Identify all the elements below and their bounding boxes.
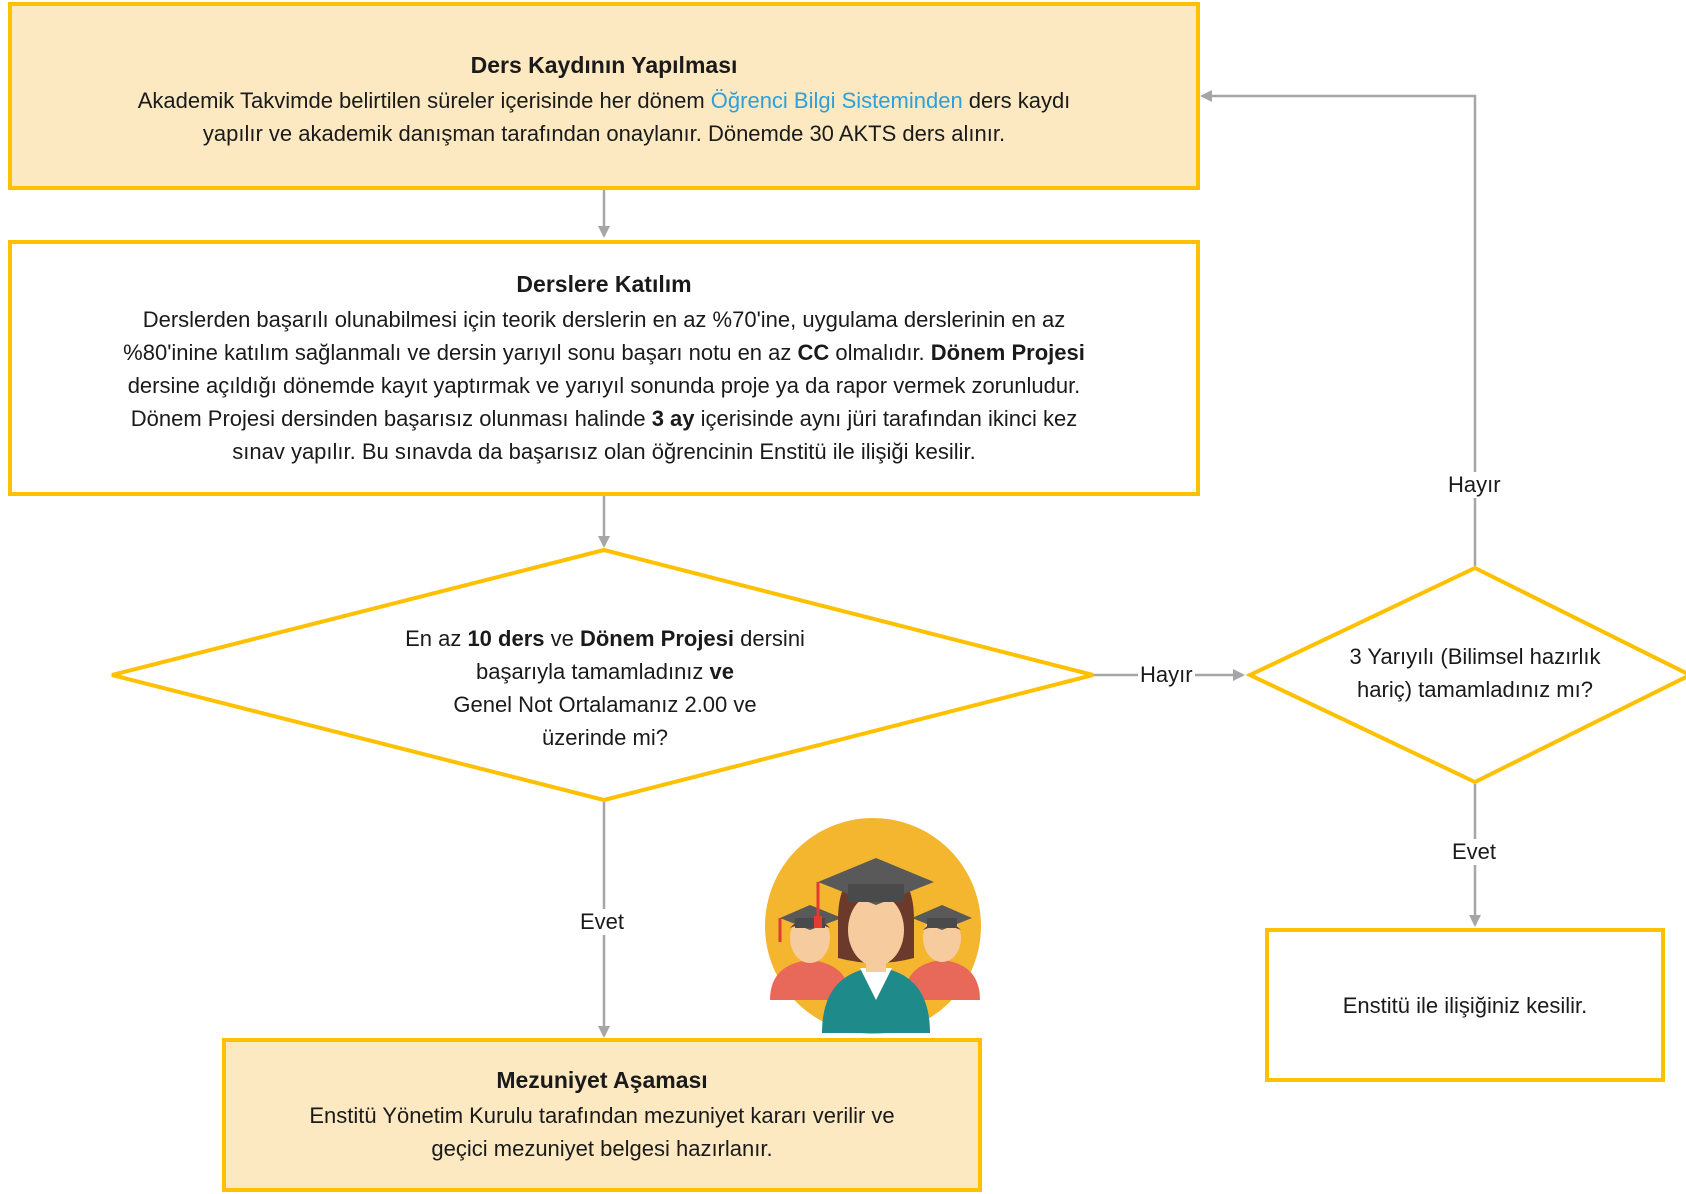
decision1-text: En az 10 ders ve Dönem Projesi dersini b… — [405, 626, 805, 750]
decision1-diamond — [111, 547, 1094, 803]
label-yes-left: Evet — [578, 909, 627, 935]
course-attendance-text: Derslerden başarılı olunabilmesi için te… — [123, 306, 1085, 464]
dismissal-text: Enstitü ile ilişiğiniz kesilir. — [1342, 992, 1588, 1018]
decision2-diamond — [1245, 565, 1686, 785]
label-no-middle: Hayır — [1138, 662, 1195, 688]
label-no-up: Hayır — [1446, 472, 1503, 498]
graduation-stage-text: Enstitü Yönetim Kurulu tarafından mezuni… — [309, 1103, 895, 1161]
decision2-text: 3 Yarıyılı (Bilimsel hazırlık hariç) tam… — [1349, 644, 1601, 702]
graduation-stage-box: Mezuniyet Aşaması Enstitü Yönetim Kurulu… — [222, 1038, 982, 1192]
course-registration-box: Ders Kaydının Yapılması Akademik Takvimd… — [8, 2, 1200, 190]
graduates-icon — [765, 818, 981, 1034]
course-registration-text: Akademik Takvimde belirtilen süreler içe… — [137, 88, 1071, 146]
student-info-system-link[interactable]: Öğrenci Bilgi Sisteminden — [710, 88, 963, 113]
connector-decision2-box1 — [1200, 90, 1477, 566]
graduation-stage-title: Mezuniyet Aşaması — [496, 1067, 708, 1093]
course-registration-title: Ders Kaydının Yapılması — [470, 52, 738, 78]
dismissal-box: Enstitü ile ilişiğiniz kesilir. — [1265, 928, 1665, 1082]
course-attendance-box: Derslere Katılım Derslerden başarılı olu… — [8, 240, 1200, 496]
course-attendance-title: Derslere Katılım — [516, 270, 692, 297]
label-yes-right: Evet — [1450, 839, 1499, 865]
